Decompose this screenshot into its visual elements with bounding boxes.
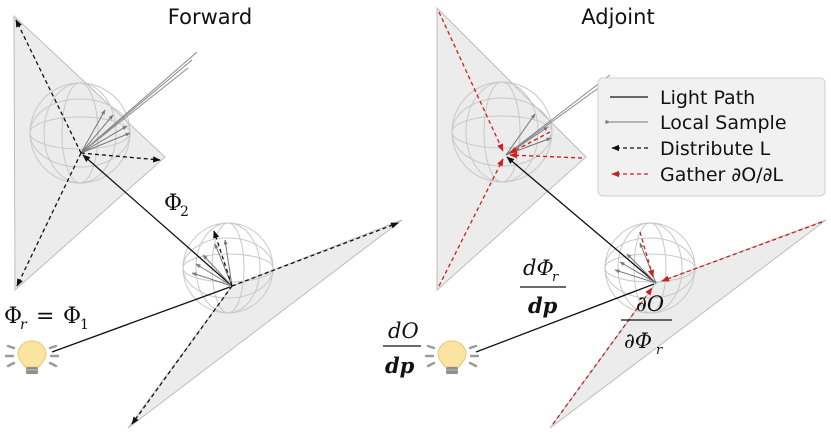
adjoint-title: Adjoint: [581, 5, 654, 29]
svg-text:r: r: [20, 317, 28, 333]
svg-text:Φ: Φ: [63, 304, 81, 329]
adjoint-light-path-phi2: [506, 156, 657, 284]
svg-text:dp: dp: [385, 353, 415, 378]
legend-item-local-sample: Local Sample: [605, 112, 787, 134]
label-phir-eq-phi1: Φ r = Φ 1: [4, 304, 89, 333]
svg-text:Light Path: Light Path: [660, 87, 755, 109]
forward-upper-cone: [13, 14, 166, 292]
forward-light-path-phir: [51, 286, 231, 353]
forward-upper-light-rays: [80, 51, 198, 154]
svg-text:Distribute L: Distribute L: [660, 138, 771, 160]
legend: Light Path Local Sample Distribute L Gat…: [597, 77, 826, 197]
legend-item-gather: Gather ∂O/∂L: [611, 164, 783, 186]
svg-text:∂Φ: ∂Φ: [624, 329, 652, 353]
forward-title: Forward: [168, 5, 252, 29]
label-dO-dp: dO dp: [383, 319, 421, 378]
legend-item-distribute: Distribute L: [611, 138, 771, 160]
forward-lower-distribute: [131, 222, 399, 425]
svg-text:dp: dp: [528, 293, 558, 318]
adjoint-light-bulb-icon: [424, 339, 480, 376]
forward-light-path-phi2: [82, 154, 233, 287]
forward-upper-distribute: [15, 19, 161, 287]
adjoint-light-path-phir: [475, 283, 655, 353]
svg-text:Gather ∂O/∂L: Gather ∂O/∂L: [660, 164, 783, 186]
svg-text:Φ: Φ: [164, 191, 182, 216]
svg-text:=: =: [36, 304, 54, 329]
forward-upper-local-samples: [80, 109, 131, 154]
svg-text:dO: dO: [388, 319, 419, 343]
forward-panel: Φ 2 Φ r = Φ 1: [4, 14, 403, 429]
label-dphir-dp: dΦ r dp: [520, 256, 566, 318]
svg-text:dΦ: dΦ: [523, 256, 554, 280]
label-phi2: Φ 2: [164, 191, 189, 220]
adjoint-upper-light-rays: [505, 74, 611, 156]
svg-text:r: r: [656, 343, 663, 358]
light-bulb-icon: [4, 339, 60, 376]
svg-text:Φ: Φ: [4, 304, 22, 329]
legend-box: [597, 77, 826, 197]
adjoint-lower-sphere: [604, 222, 696, 314]
adjoint-upper-gather: [438, 11, 583, 287]
legend-item-light-path: Light Path: [610, 87, 755, 109]
adjoint-upper-cone: [436, 6, 587, 292]
svg-text:Local Sample: Local Sample: [660, 112, 787, 134]
forward-lower-cone: [127, 219, 403, 429]
label-dO-dphir: ∂O ∂Φ r: [621, 292, 672, 358]
svg-text:2: 2: [180, 204, 189, 220]
adjoint-lower-gather: [552, 221, 823, 425]
svg-text:1: 1: [80, 317, 89, 333]
svg-text:∂O: ∂O: [636, 292, 664, 316]
svg-text:r: r: [552, 270, 559, 285]
adjoint-panel: dΦ r dp dO dp ∂O ∂Φ r: [383, 6, 827, 429]
adjoint-lower-local-samples: [614, 242, 657, 284]
